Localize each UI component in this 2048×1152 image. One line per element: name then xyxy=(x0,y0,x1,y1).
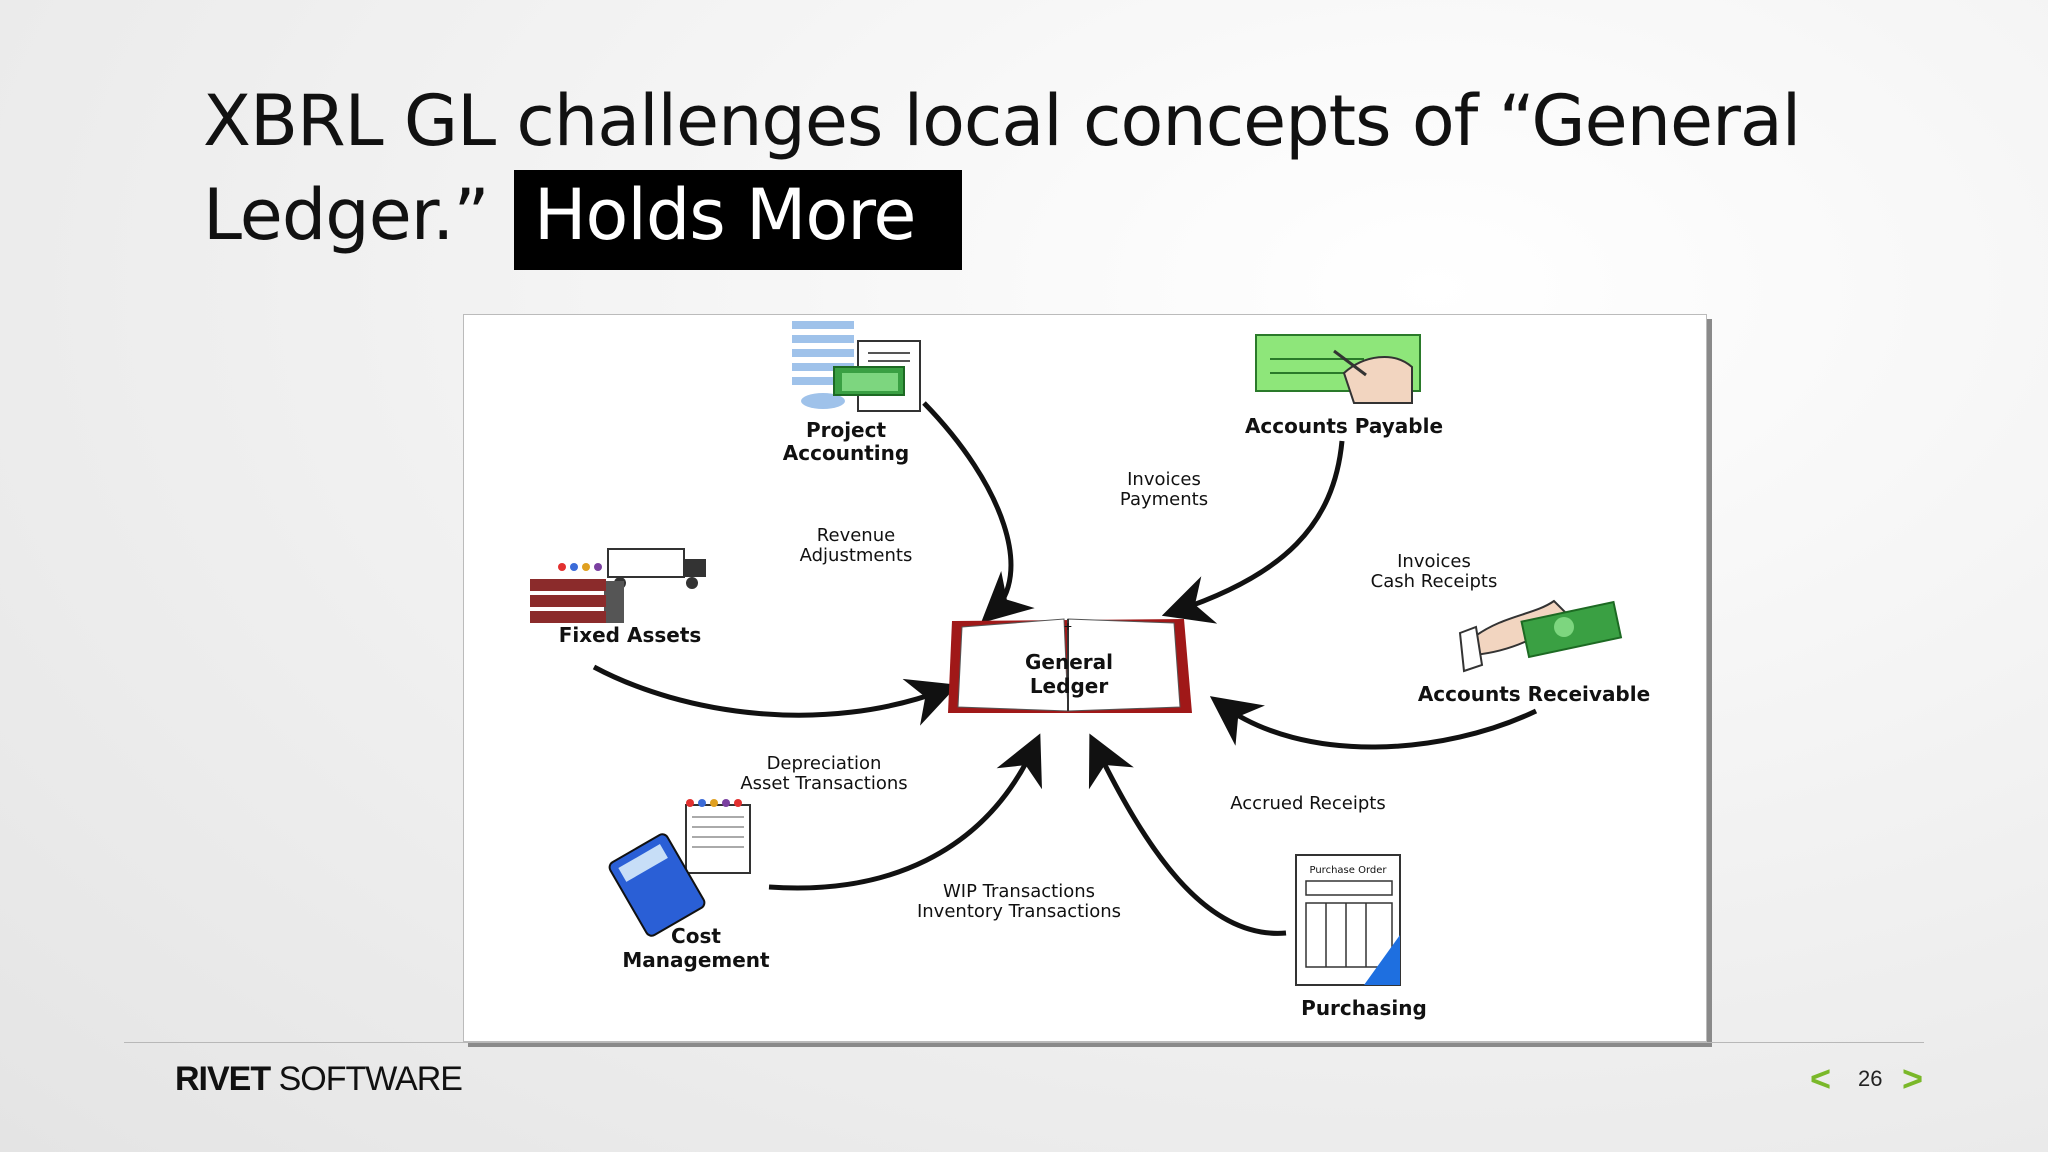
flow-accrued: Accrued Receipts xyxy=(1230,793,1385,814)
brand-logo: RIVET SOFTWARE xyxy=(175,1060,463,1099)
purchasing-label: Purchasing xyxy=(1301,996,1427,1020)
flow-revenue-2: Adjustments xyxy=(800,545,913,566)
cost-management-label-1: Cost xyxy=(671,924,721,948)
purchase-order-form-title: Purchase Order xyxy=(1309,865,1387,876)
project-accounting-icon xyxy=(792,321,921,412)
slide-title-text: XBRL GL challenges local concepts of “Ge… xyxy=(203,80,1801,256)
page-number: 26 xyxy=(1858,1066,1883,1091)
arrow-receivable-to-ledger xyxy=(1209,696,1538,750)
svg-text:+: + xyxy=(1064,618,1072,634)
flow-depreciation-1: Depreciation xyxy=(767,753,882,774)
accounts-payable-label: Accounts Payable xyxy=(1245,414,1443,438)
arrow-payable-to-ledger xyxy=(1161,440,1345,624)
brand-regular: SOFTWARE xyxy=(270,1060,463,1098)
cost-management-label-2: Management xyxy=(622,948,770,972)
accounts-receivable-label: Accounts Receivable xyxy=(1418,682,1650,706)
title-highlight: Holds More xyxy=(513,170,962,270)
arrow-fixed-to-ledger xyxy=(592,664,959,726)
flow-depreciation-2: Asset Transactions xyxy=(740,773,907,794)
diagram-canvas: + General Ledger Project Accounting xyxy=(530,321,1650,1020)
ledger-label-line2: Ledger xyxy=(1030,674,1109,698)
fixed-assets-icon xyxy=(530,548,706,623)
flow-wip-1: WIP Transactions xyxy=(943,881,1095,902)
general-ledger-diagram: + General Ledger Project Accounting xyxy=(463,314,1707,1042)
fixed-assets-label: Fixed Assets xyxy=(559,623,702,647)
arrow-cost-to-ledger xyxy=(768,733,1042,891)
project-accounting-label-1: Project xyxy=(806,418,887,442)
project-accounting-label-2: Accounting xyxy=(783,441,909,465)
flow-wip-2: Inventory Transactions xyxy=(917,901,1121,922)
footer-divider xyxy=(124,1042,1924,1043)
prev-slide-button[interactable]: < xyxy=(1810,1058,1832,1099)
flow-invoices-cash-1: Invoices xyxy=(1397,551,1471,572)
accounts-receivable-icon xyxy=(1458,599,1623,673)
arrow-project-to-ledger xyxy=(922,401,1035,624)
next-slide-button[interactable]: > xyxy=(1902,1058,1924,1099)
slide-title: XBRL GL challenges local concepts of “Ge… xyxy=(203,74,1823,270)
ledger-label-line1: General xyxy=(1025,650,1113,674)
purchase-order-icon: Purchase Order xyxy=(1295,854,1401,986)
general-ledger-book: + General Ledger xyxy=(948,618,1192,713)
flow-invoices-payments-1: Invoices xyxy=(1127,469,1201,490)
brand-bold: RIVET xyxy=(175,1060,271,1098)
flow-invoices-payments-2: Payments xyxy=(1120,489,1208,510)
arrow-purchasing-to-ledger xyxy=(1088,733,1287,936)
cost-management-icon xyxy=(608,799,751,937)
flow-revenue-1: Revenue xyxy=(817,525,895,546)
flow-invoices-cash-2: Cash Receipts xyxy=(1371,571,1498,592)
check-icon xyxy=(1255,334,1421,404)
